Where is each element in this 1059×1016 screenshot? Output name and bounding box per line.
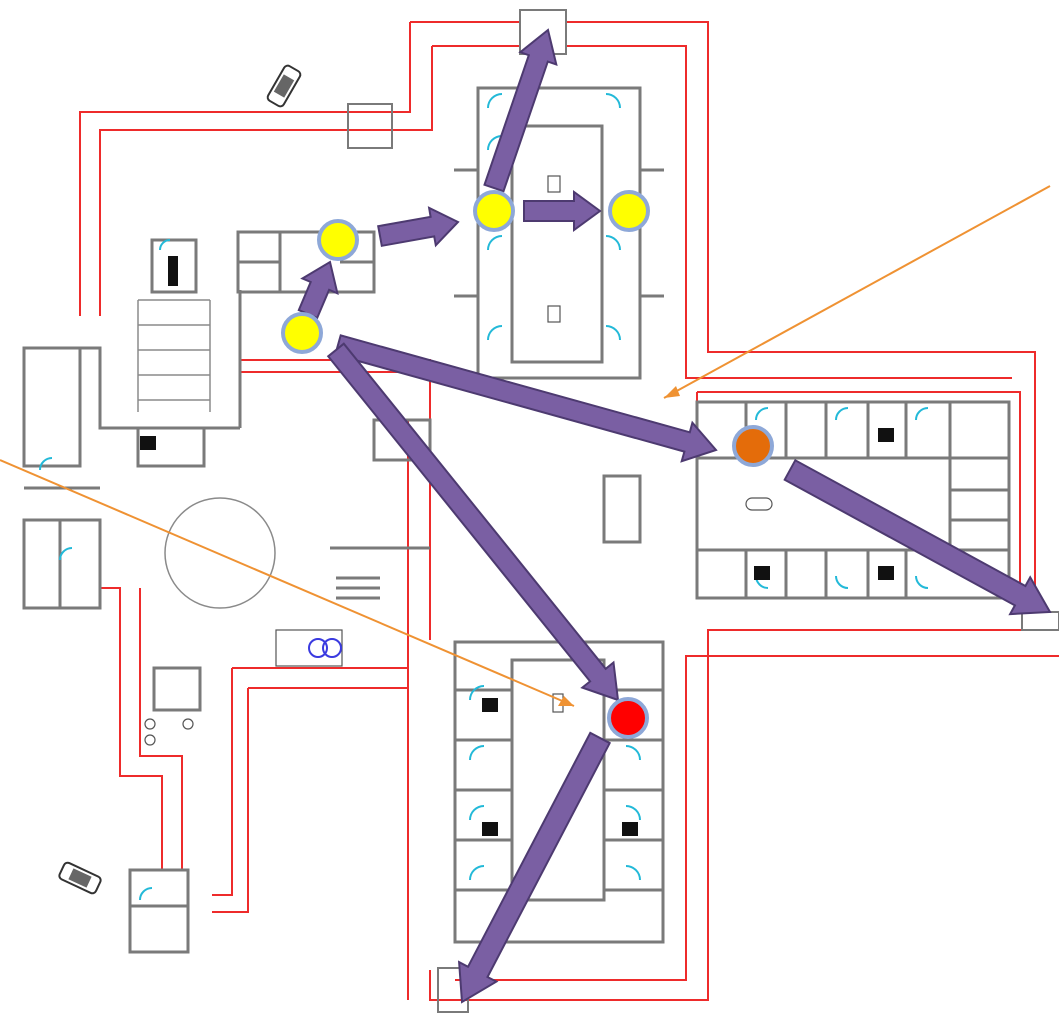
waypoint-3[interactable] bbox=[473, 190, 515, 232]
route-arrow bbox=[334, 334, 718, 463]
alert-point[interactable] bbox=[607, 697, 649, 739]
route-arrows bbox=[297, 28, 1052, 1004]
waypoint-1[interactable] bbox=[281, 312, 323, 354]
route-arrow bbox=[457, 731, 612, 1004]
route-arrow bbox=[523, 190, 602, 232]
furniture bbox=[140, 175, 894, 836]
route-arrow bbox=[326, 342, 620, 702]
route-arrow bbox=[297, 260, 339, 320]
target-point[interactable] bbox=[732, 425, 774, 467]
exterior-walls bbox=[79, 21, 1059, 1001]
vehicle-icon bbox=[58, 861, 102, 895]
waypoint-2[interactable] bbox=[317, 219, 359, 261]
vehicle-icon bbox=[266, 64, 302, 108]
route-arrow bbox=[483, 28, 558, 193]
route-arrow bbox=[783, 458, 1052, 616]
waypoint-4[interactable] bbox=[608, 190, 650, 232]
interior-walls bbox=[22, 86, 1011, 954]
route-arrow bbox=[377, 206, 460, 248]
pointer-lines bbox=[0, 185, 1051, 707]
door-swings bbox=[39, 93, 929, 901]
